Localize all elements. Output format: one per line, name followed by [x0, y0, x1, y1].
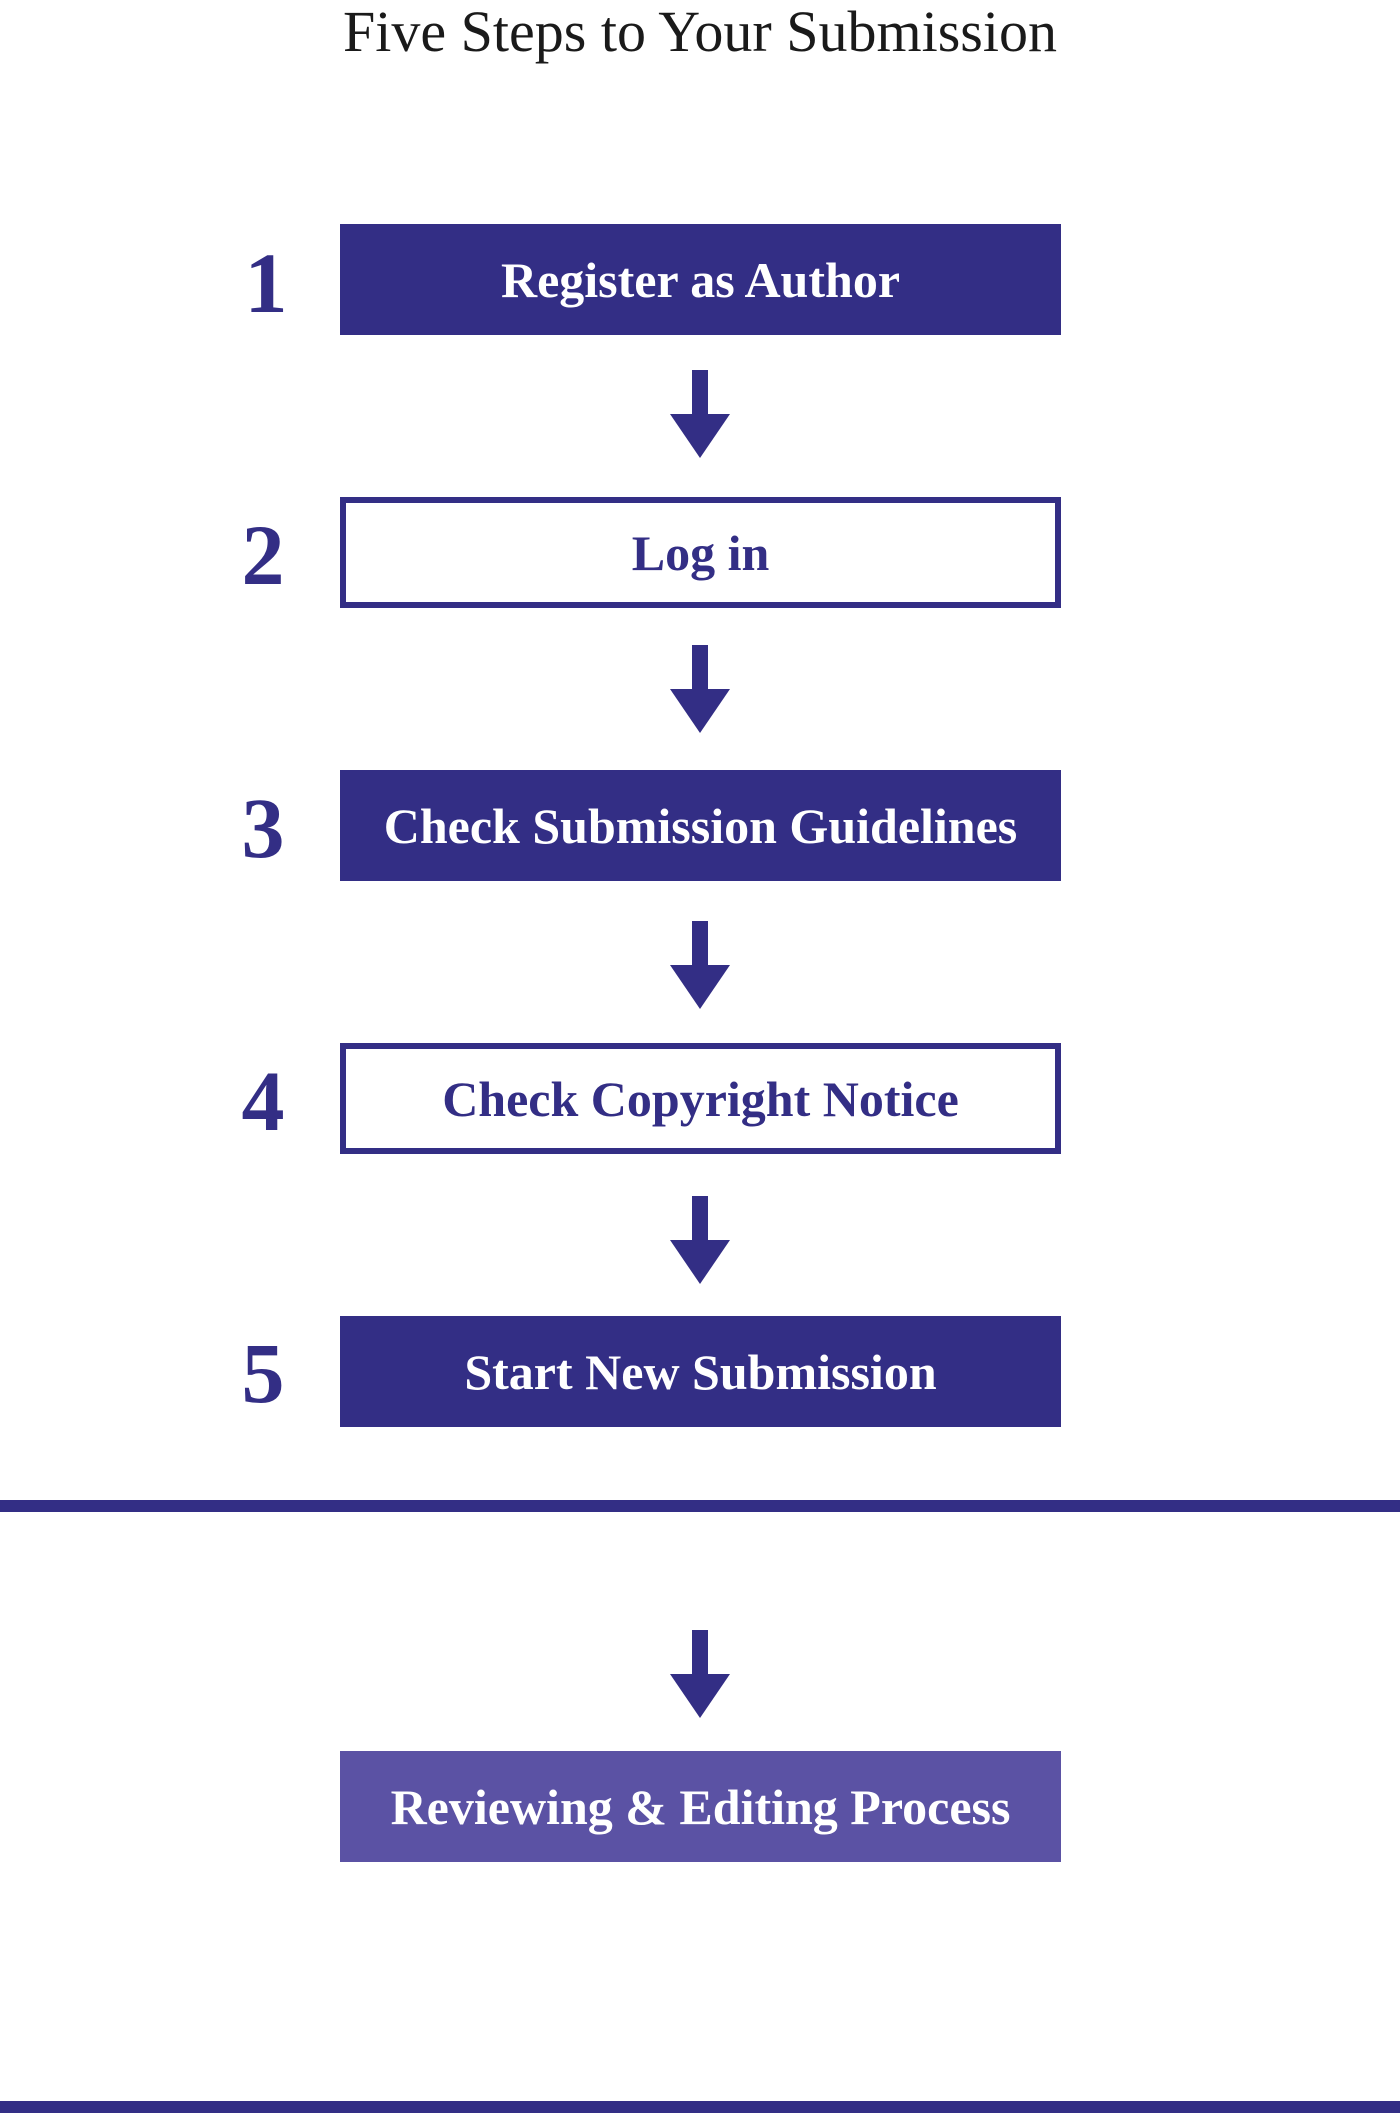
start-new-submission-button[interactable]: Start New Submission	[340, 1316, 1061, 1427]
log-in-button[interactable]: Log in	[340, 497, 1061, 608]
check-copyright-notice-button[interactable]: Check Copyright Notice	[340, 1043, 1061, 1154]
page-title: Five Steps to Your Submission	[343, 0, 1057, 64]
arrow-down-icon	[670, 645, 730, 733]
reviewing-editing-process-box: Reviewing & Editing Process	[340, 1751, 1061, 1862]
bottom-divider	[0, 2101, 1400, 2113]
arrow-down-icon	[670, 370, 730, 458]
arrow-down-icon	[670, 1630, 730, 1718]
step-4-number: 4	[241, 1053, 285, 1149]
step-5-number: 5	[241, 1325, 285, 1421]
section-divider	[0, 1500, 1400, 1512]
register-as-author-button[interactable]: Register as Author	[340, 224, 1061, 335]
step-3-number: 3	[241, 780, 285, 876]
step-1-number: 1	[244, 235, 288, 331]
check-submission-guidelines-button[interactable]: Check Submission Guidelines	[340, 770, 1061, 881]
arrow-down-icon	[670, 921, 730, 1009]
step-2-number: 2	[241, 507, 285, 603]
arrow-down-icon	[670, 1196, 730, 1284]
